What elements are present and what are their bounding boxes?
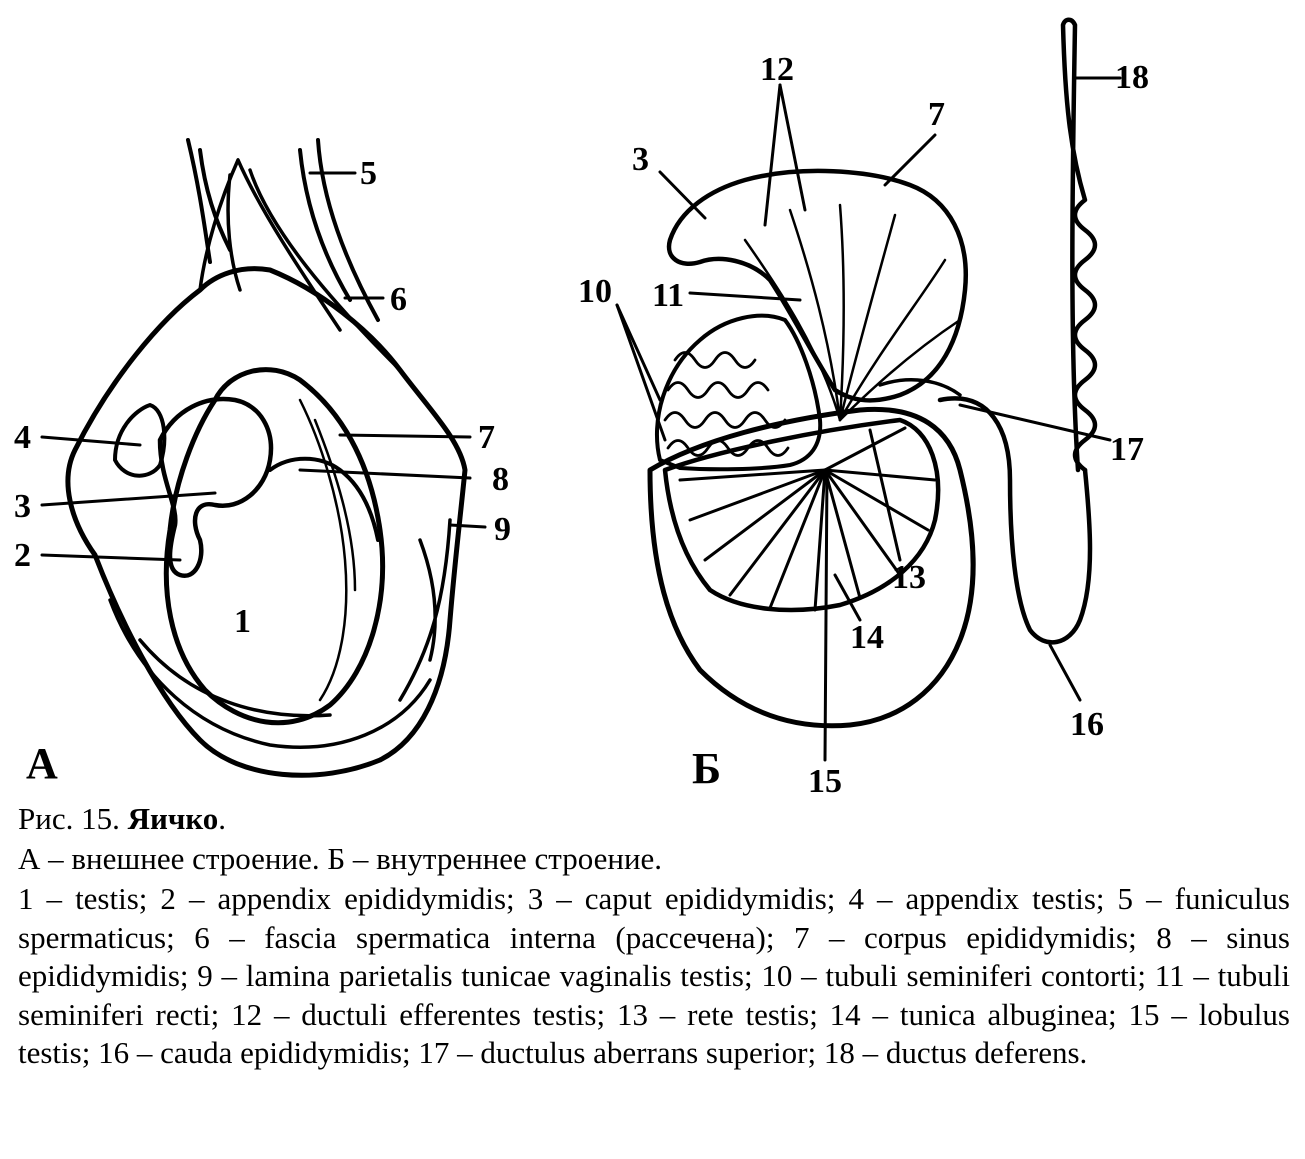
testis-figure: 1 2 3 4 5 6 7 8 9 А (14, 17, 1149, 800)
caption-title-text: Яичко (127, 801, 219, 836)
label-b-18: 18 (1115, 59, 1149, 96)
label-a-4: 4 (14, 419, 31, 456)
caption-subtitle: А – внешнее строение. Б – внутреннее стр… (18, 841, 663, 876)
drawing-b (615, 17, 1122, 762)
epididymis-head-b (666, 168, 968, 403)
spermatic-cord-illustration (186, 138, 380, 322)
label-a-6: 6 (390, 281, 407, 318)
label-b-15: 15 (808, 763, 842, 800)
tunica-inner-fold (108, 598, 432, 749)
label-a-8: 8 (492, 461, 509, 498)
label-b-17: 17 (1110, 431, 1144, 468)
panel-label-a: А (26, 739, 58, 788)
tubuli-coils (663, 351, 790, 457)
tunica-right-fold (398, 518, 452, 702)
label-b-10: 10 (578, 273, 612, 310)
label-b-16: 16 (1070, 706, 1104, 743)
label-b-13: 13 (892, 559, 926, 596)
epididymis-illustration (157, 396, 274, 578)
caption-title: Рис. 15. Яичко. (18, 800, 1290, 838)
label-a-5: 5 (360, 155, 377, 192)
caption-legend: 1 – testis; 2 – appendix epididymidis; 3… (18, 881, 1290, 1070)
label-a-2: 2 (14, 537, 31, 574)
label-a-1: 1 (234, 603, 251, 640)
leader-lines-a (40, 171, 487, 562)
epididymis-tail-b (937, 396, 1093, 645)
testis-shading (298, 398, 357, 702)
label-a-3: 3 (14, 488, 31, 525)
ductus-aberrans (878, 378, 962, 397)
panel-label-b: Б (692, 744, 721, 793)
tubuli-contorti-illustration (655, 313, 823, 472)
testis-outline-b (647, 406, 976, 729)
epididymis-body (268, 456, 380, 542)
caption-prefix: Рис. 15. (18, 801, 120, 836)
testis-body-illustration (163, 367, 385, 726)
drawing-a (40, 138, 487, 778)
ductuli-efferentes-lines (743, 203, 962, 422)
label-b-7: 7 (928, 96, 945, 133)
figure-caption: Рис. 15. Яичко. А – внешнее строение. Б … (18, 800, 1290, 1073)
tunica-vaginalis-illustration (65, 266, 468, 778)
cut-surface-b (662, 417, 941, 613)
caption-title-end: . (218, 801, 227, 836)
leader-lines-b (615, 76, 1122, 762)
ductus-deferens-illustration (1060, 17, 1098, 473)
label-a-7: 7 (478, 419, 495, 456)
label-b-14: 14 (850, 619, 884, 656)
fascia-illustration (198, 158, 402, 372)
label-b-3: 3 (632, 141, 649, 178)
lobulus-septa (678, 426, 937, 612)
appendix-testis-illustration (113, 403, 167, 478)
label-b-12: 12 (760, 51, 794, 88)
label-b-11: 11 (652, 277, 684, 314)
label-a-9: 9 (494, 511, 511, 548)
